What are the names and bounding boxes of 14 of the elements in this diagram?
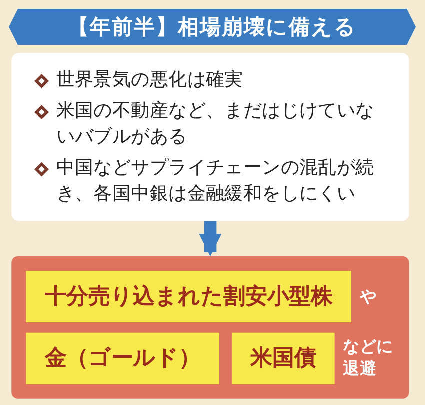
highlight-box [26, 271, 352, 322]
arrow [199, 221, 222, 257]
info-card [12, 53, 410, 222]
list-item-text: 米国の不動産など、まだはじけていないバブルがある [56, 98, 376, 150]
box-label: 金（ゴールド） [44, 345, 201, 370]
side-note: などに退避 [343, 336, 394, 380]
title-banner: 【年前半】相場崩壊に備える [9, 9, 416, 45]
list-item-text: 中国などサプライチェーンの混乱が続き、各国中銀は金融緩和をしにくい [56, 156, 376, 208]
highlight-box [26, 332, 220, 384]
box-label: 米国債 [250, 345, 316, 370]
highlight-box [232, 332, 335, 384]
side-note: や [360, 286, 376, 308]
box-label: 十分売り込まれた割安小型株 [44, 284, 333, 308]
list-item-text: 世界景気の悪化は確実 [56, 68, 244, 93]
